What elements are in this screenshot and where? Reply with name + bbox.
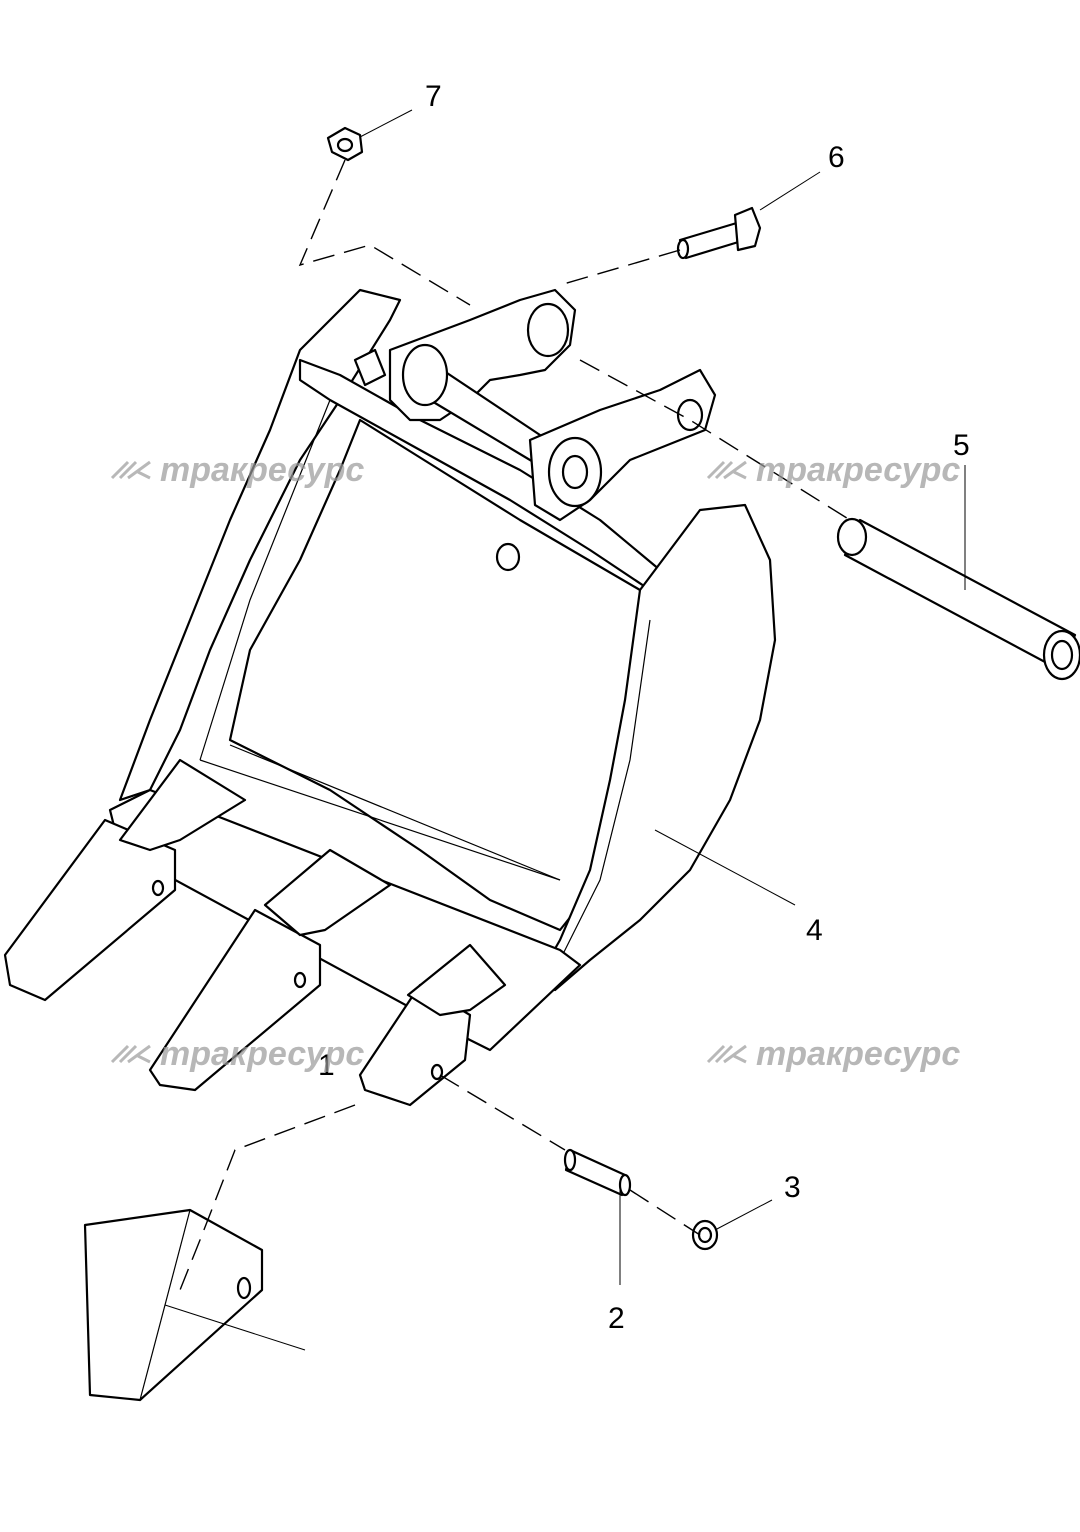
watermark-text: тракресурс (160, 1035, 364, 1073)
left-lug-hole (526, 302, 570, 358)
watermark-text: тракресурс (756, 451, 960, 489)
callout-6: 6 (828, 141, 845, 174)
watermark-top-left: тракресурс (110, 451, 364, 489)
tube-end-left (401, 343, 449, 407)
watermark-text: тракресурс (756, 1035, 960, 1073)
bucket-body (108, 288, 777, 1052)
watermark-logo (706, 1044, 747, 1064)
bracket-bolt-head (353, 348, 387, 387)
callouts: 1 2 3 4 5 6 7 (164, 80, 970, 1351)
part-7-nut (326, 126, 364, 162)
watermark-bottom-right: тракресурс (706, 1035, 960, 1073)
callout-5: 5 (953, 429, 970, 462)
watermark-logo (706, 460, 747, 480)
part-1-hole (236, 1276, 252, 1300)
watermark-top-right: тракресурс (706, 451, 960, 489)
right-side-plate (538, 503, 777, 992)
part-5-pin (836, 517, 1080, 681)
mounted-teeth (3, 758, 507, 1107)
part-3-retainer (691, 1219, 719, 1251)
callout-7: 7 (425, 80, 442, 113)
right-lug-bore (561, 454, 589, 490)
watermark-text: тракресурс (160, 451, 364, 489)
part-2-pin (563, 1148, 632, 1197)
watermark-bottom-left: тракресурс (110, 1035, 364, 1073)
right-bracket-hole (676, 398, 704, 432)
back-wall (228, 418, 652, 932)
back-hole (495, 542, 521, 572)
watermark-logo (110, 1044, 151, 1064)
watermark-logo (110, 460, 151, 480)
assembly-lines (179, 159, 851, 1291)
callout-4: 4 (806, 914, 823, 947)
part-1-tooth (83, 1208, 264, 1402)
part-6-bolt (676, 206, 762, 260)
mounting-bracket (353, 288, 717, 522)
callout-3: 3 (784, 1171, 801, 1204)
tooth-left (3, 818, 177, 1002)
callout-2: 2 (608, 1302, 625, 1335)
tooth-middle (148, 908, 322, 1092)
left-side-plate (118, 288, 402, 802)
callout-1: 1 (318, 1049, 335, 1082)
